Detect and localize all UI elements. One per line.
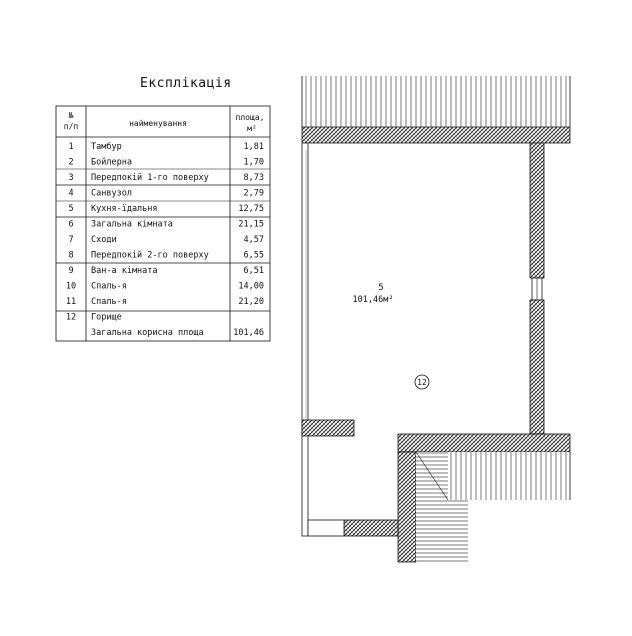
- row-area: 14,00: [238, 282, 264, 292]
- row-name: Передпокій 1-го поверху: [91, 173, 209, 183]
- row-area: 6,55: [244, 251, 264, 261]
- right-wall-upper: [529, 142, 545, 279]
- row-name: Бойлерна: [91, 158, 132, 168]
- left-block: [301, 419, 355, 437]
- row-name: Загальна корисна площа: [91, 328, 204, 338]
- header-number-sub: п/п: [64, 122, 79, 131]
- floor-plan: 5 101,46м² 12: [301, 76, 571, 563]
- lower-wall: [397, 433, 571, 453]
- row-area: 21,20: [238, 297, 264, 307]
- table-rows: 1 Тамбур 1,81 2 Бойлерна 1,70 3 Передпокій 1-го…: [66, 141, 264, 338]
- bottom-opening: [307, 519, 345, 537]
- row-name: Загальна кімната: [91, 220, 173, 230]
- row-name: Спаль-я: [91, 297, 127, 307]
- room-marker: 12: [417, 378, 427, 387]
- row-name: Передпокій 2-го поверху: [91, 251, 209, 261]
- row-area: 1,81: [244, 142, 264, 152]
- header-number: №: [68, 111, 74, 120]
- row-number: 1: [68, 142, 73, 152]
- row-area: 12,75: [238, 204, 264, 214]
- row-number: 4: [68, 189, 73, 199]
- row-area: 4,57: [244, 235, 264, 245]
- row-area: 2,79: [244, 189, 264, 199]
- header-name: найменування: [129, 119, 187, 128]
- row-number: 9: [68, 266, 73, 276]
- row-name: Кухня-їдальня: [91, 204, 158, 214]
- row-name: Санвузол: [91, 189, 132, 199]
- room-area: 101,46м²: [353, 295, 394, 305]
- stair: [416, 500, 468, 562]
- row-area: 8,73: [244, 173, 264, 183]
- row-number: 6: [68, 220, 73, 230]
- row-number: 5: [68, 204, 73, 214]
- roof-slope-top: [302, 76, 570, 127]
- row-number: 12: [66, 313, 76, 323]
- row-name: Тамбур: [91, 141, 122, 152]
- row-name: Ван-а кімната: [91, 266, 158, 276]
- row-area: 101,46: [233, 328, 264, 338]
- row-number: 11: [66, 297, 76, 307]
- explication-table: [55, 105, 271, 342]
- header-area-unit: м²: [247, 124, 257, 133]
- row-name: Горище: [91, 313, 122, 323]
- row-number: 2: [68, 158, 73, 168]
- table-header: № п/п найменування площа, м²: [64, 111, 265, 133]
- row-number: 10: [66, 282, 76, 292]
- row-number: 8: [68, 251, 73, 261]
- right-wall-lower: [529, 299, 545, 435]
- row-name: Спаль-я: [91, 282, 127, 292]
- bottom-wall: [343, 519, 399, 537]
- row-number: 7: [68, 235, 73, 245]
- stair-wall: [397, 451, 417, 563]
- room-number: 5: [378, 283, 383, 293]
- room-marker-circle: [414, 374, 430, 390]
- row-number: 3: [68, 173, 73, 183]
- roof-slope-bottom: [448, 452, 570, 500]
- row-name: Сходи: [91, 235, 117, 245]
- row-area: 21,15: [238, 220, 264, 230]
- top-wall: [301, 126, 571, 144]
- row-area: 1,70: [244, 158, 264, 168]
- header-area: площа,: [236, 113, 265, 122]
- explication-title: Експлікація: [140, 76, 232, 91]
- row-area: 6,51: [244, 266, 264, 276]
